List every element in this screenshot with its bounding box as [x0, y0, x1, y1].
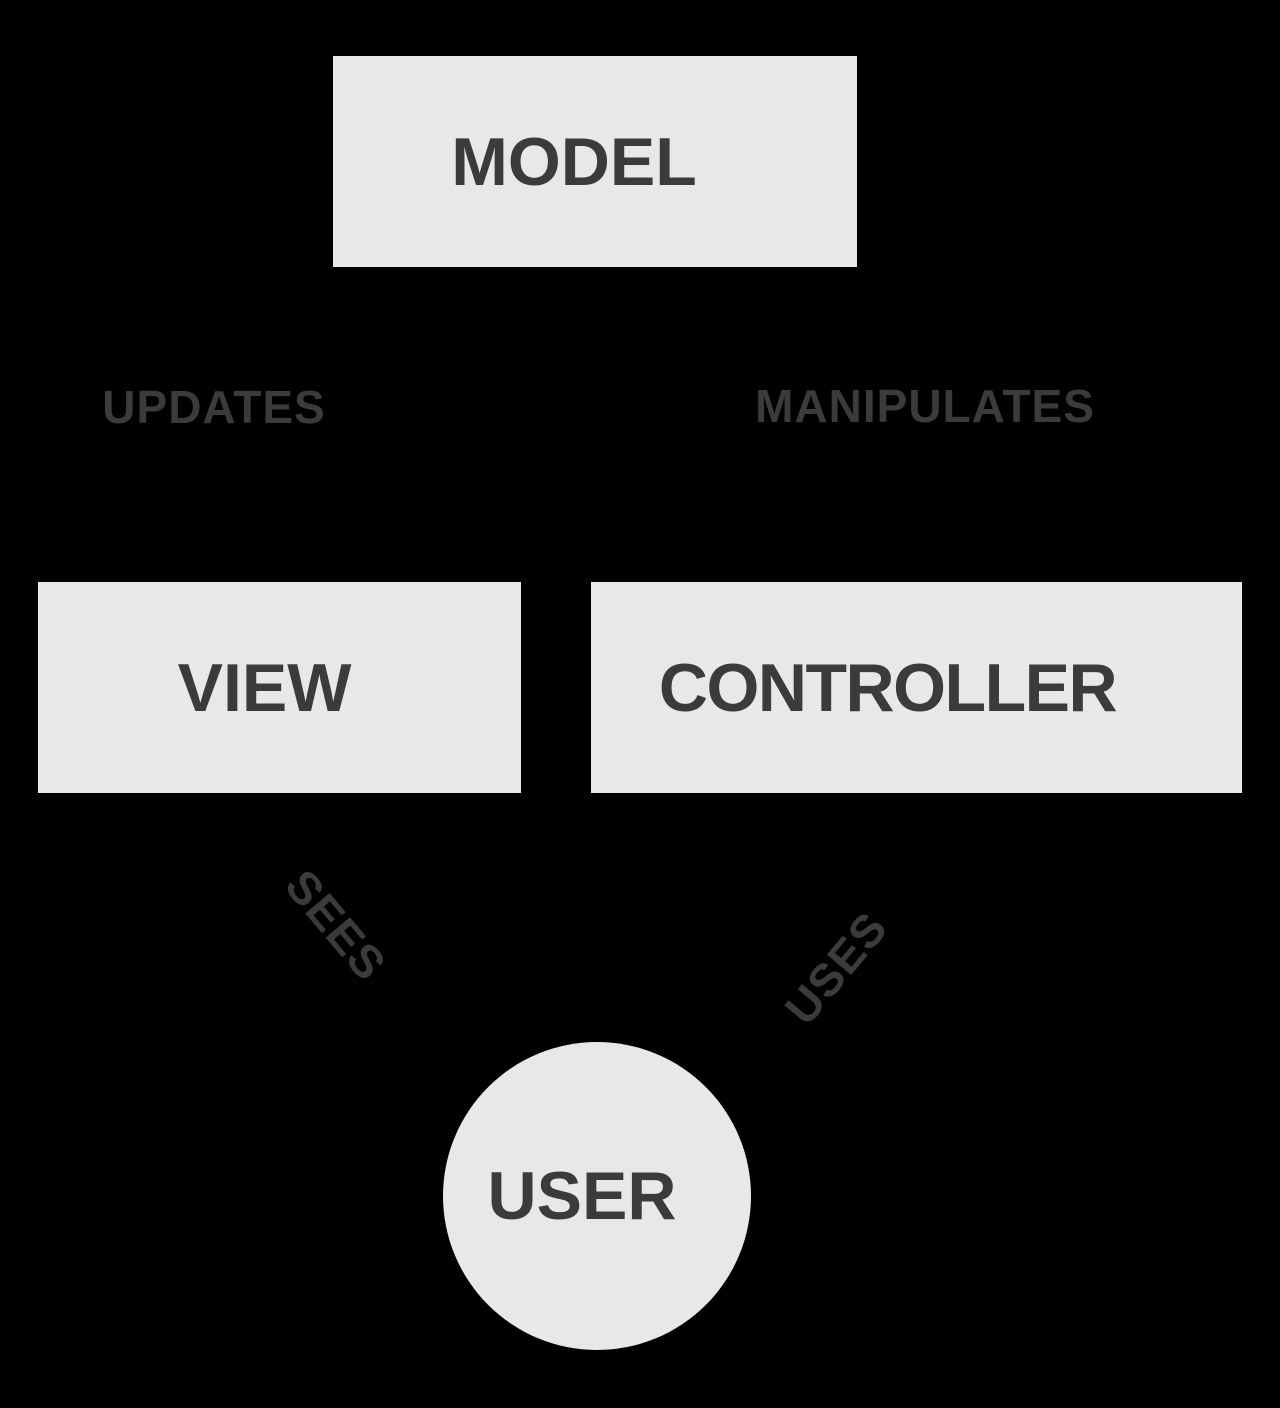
- uses-edge-label: USES: [774, 901, 898, 1035]
- sees-edge-label: SEES: [275, 859, 397, 991]
- user-node-label: USER: [487, 1158, 677, 1234]
- view-node-label: VIEW: [177, 649, 352, 726]
- view-node: VIEW: [38, 582, 521, 793]
- model-node: MODEL: [333, 56, 857, 267]
- user-node: USER: [443, 1042, 751, 1350]
- model-node-label: MODEL: [451, 123, 697, 200]
- manipulates-edge-label: MANIPULATES: [755, 380, 1095, 432]
- updates-edge-label: UPDATES: [102, 381, 326, 433]
- controller-node: CONTROLLER: [591, 582, 1242, 793]
- controller-node-label: CONTROLLER: [658, 649, 1118, 726]
